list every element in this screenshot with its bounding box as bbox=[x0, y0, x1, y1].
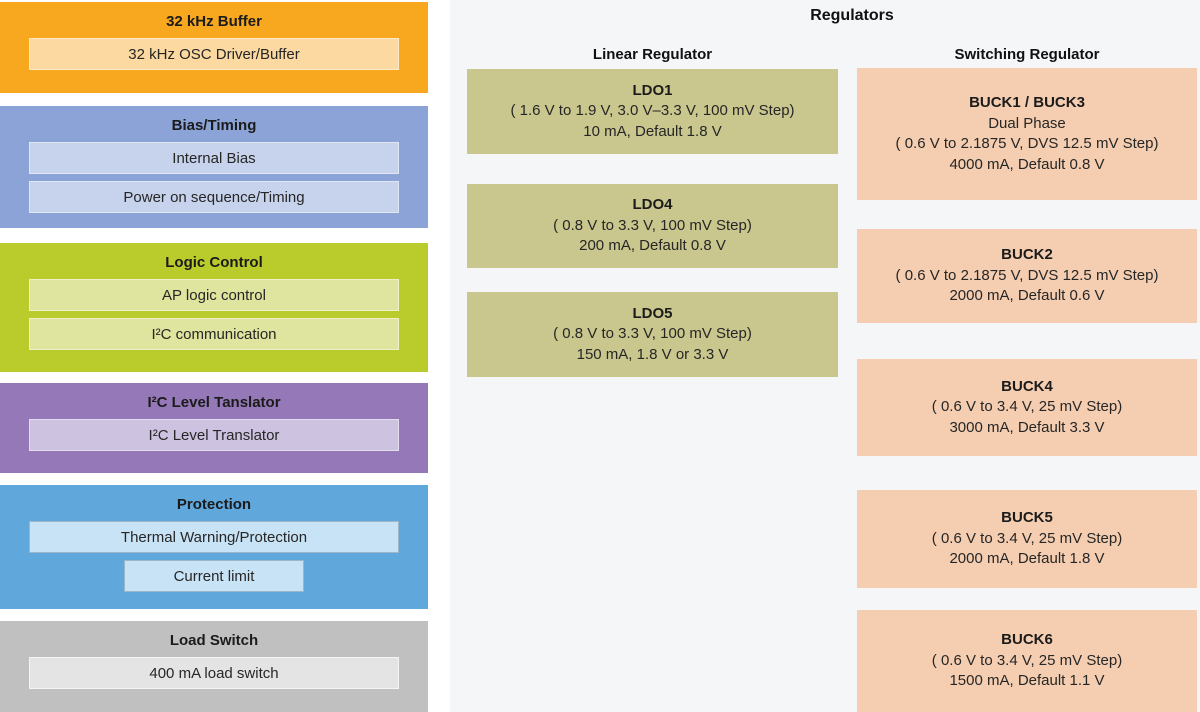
ldo5-rating: 150 mA, 1.8 V or 3.3 V bbox=[576, 345, 729, 363]
buck6-range: ( 0.6 V to 3.4 V, 25 mV Step) bbox=[931, 651, 1123, 669]
block-ldo4: LDO4 ( 0.8 V to 3.3 V, 100 mV Step) 200 … bbox=[467, 184, 838, 268]
buck1-buck3-range: ( 0.6 V to 2.1875 V, DVS 12.5 mV Step) bbox=[895, 135, 1159, 152]
ldo4-title: LDO4 bbox=[632, 196, 673, 214]
item-ap-logic-control: AP logic control bbox=[29, 279, 399, 311]
block-buck6: BUCK6 ( 0.6 V to 3.4 V, 25 mV Step) 1500… bbox=[857, 610, 1197, 712]
block-title-logic-control: Logic Control bbox=[165, 254, 263, 271]
buck4-rating: 3000 mA, Default 3.3 V bbox=[949, 418, 1105, 436]
block-ldo5: LDO5 ( 0.8 V to 3.3 V, 100 mV Step) 150 … bbox=[467, 292, 838, 377]
buck6-title: BUCK6 bbox=[1001, 631, 1053, 649]
item-i2c-level-translator: I²C Level Translator bbox=[29, 419, 399, 451]
ldo5-range: ( 0.8 V to 3.3 V, 100 mV Step) bbox=[553, 325, 752, 343]
block-buck1-buck3: BUCK1 / BUCK3 Dual Phase ( 0.6 V to 2.18… bbox=[857, 68, 1197, 200]
block-i2c-level-translator: I²C Level Tanslator I²C Level Translator bbox=[0, 383, 428, 473]
block-protection: Protection Thermal Warning/Protection Cu… bbox=[0, 485, 428, 609]
buck1-buck3-title: BUCK1 / BUCK3 bbox=[969, 94, 1085, 111]
switching-regulator-header: Switching Regulator bbox=[954, 46, 1100, 63]
ldo1-title: LDO1 bbox=[632, 81, 673, 99]
item-power-on-sequence-timing: Power on sequence/Timing bbox=[29, 181, 399, 213]
item-i2c-communication: I²C communication bbox=[29, 318, 399, 350]
ldo4-rating: 200 mA, Default 0.8 V bbox=[579, 237, 726, 255]
block-title-32khz-buffer: 32 kHz Buffer bbox=[166, 13, 262, 30]
buck5-range: ( 0.6 V to 3.4 V, 25 mV Step) bbox=[931, 529, 1123, 547]
item-current-limit: Current limit bbox=[124, 560, 304, 592]
buck2-title: BUCK2 bbox=[1001, 246, 1053, 264]
block-load-switch: Load Switch 400 mA load switch bbox=[0, 621, 428, 712]
block-title-i2c-level-translator: I²C Level Tanslator bbox=[147, 394, 281, 411]
buck1-buck3-phase: Dual Phase bbox=[988, 114, 1066, 132]
block-title-protection: Protection bbox=[176, 496, 252, 513]
ldo1-rating: 10 mA, Default 1.8 V bbox=[583, 122, 722, 140]
buck2-rating: 2000 mA, Default 0.6 V bbox=[949, 287, 1105, 305]
ldo5-title: LDO5 bbox=[632, 304, 673, 322]
item-32khz-osc-driver-buffer: 32 kHz OSC Driver/Buffer bbox=[29, 38, 399, 70]
item-400ma-load-switch: 400 mA load switch bbox=[29, 657, 399, 689]
block-buck2: BUCK2 ( 0.6 V to 2.1875 V, DVS 12.5 mV S… bbox=[857, 229, 1197, 323]
buck5-rating: 2000 mA, Default 1.8 V bbox=[949, 550, 1105, 568]
buck1-buck3-rating: 4000 mA, Default 0.8 V bbox=[949, 155, 1105, 173]
buck5-title: BUCK5 bbox=[1001, 509, 1053, 527]
buck4-title: BUCK4 bbox=[1001, 377, 1053, 395]
buck4-range: ( 0.6 V to 3.4 V, 25 mV Step) bbox=[931, 398, 1123, 416]
block-ldo1: LDO1 ( 1.6 V to 1.9 V, 3.0 V–3.3 V, 100 … bbox=[467, 69, 838, 154]
block-bias-timing: Bias/Timing Internal Bias Power on seque… bbox=[0, 106, 428, 228]
linear-regulator-header: Linear Regulator bbox=[592, 46, 713, 63]
regulators-title: Regulators bbox=[810, 7, 894, 24]
ldo1-range: ( 1.6 V to 1.9 V, 3.0 V–3.3 V, 100 mV St… bbox=[510, 102, 795, 120]
block-32khz-buffer: 32 kHz Buffer 32 kHz OSC Driver/Buffer bbox=[0, 2, 428, 93]
item-thermal-warning-protection: Thermal Warning/Protection bbox=[29, 521, 399, 553]
block-buck5: BUCK5 ( 0.6 V to 3.4 V, 25 mV Step) 2000… bbox=[857, 490, 1197, 588]
item-internal-bias: Internal Bias bbox=[29, 142, 399, 174]
ldo4-range: ( 0.8 V to 3.3 V, 100 mV Step) bbox=[553, 216, 752, 234]
block-logic-control: Logic Control AP logic control I²C commu… bbox=[0, 243, 428, 372]
block-buck4: BUCK4 ( 0.6 V to 3.4 V, 25 mV Step) 3000… bbox=[857, 359, 1197, 456]
buck2-range: ( 0.6 V to 2.1875 V, DVS 12.5 mV Step) bbox=[895, 266, 1159, 284]
buck6-rating: 1500 mA, Default 1.1 V bbox=[949, 672, 1105, 690]
block-title-bias-timing: Bias/Timing bbox=[171, 117, 257, 134]
block-title-load-switch: Load Switch bbox=[169, 632, 259, 649]
